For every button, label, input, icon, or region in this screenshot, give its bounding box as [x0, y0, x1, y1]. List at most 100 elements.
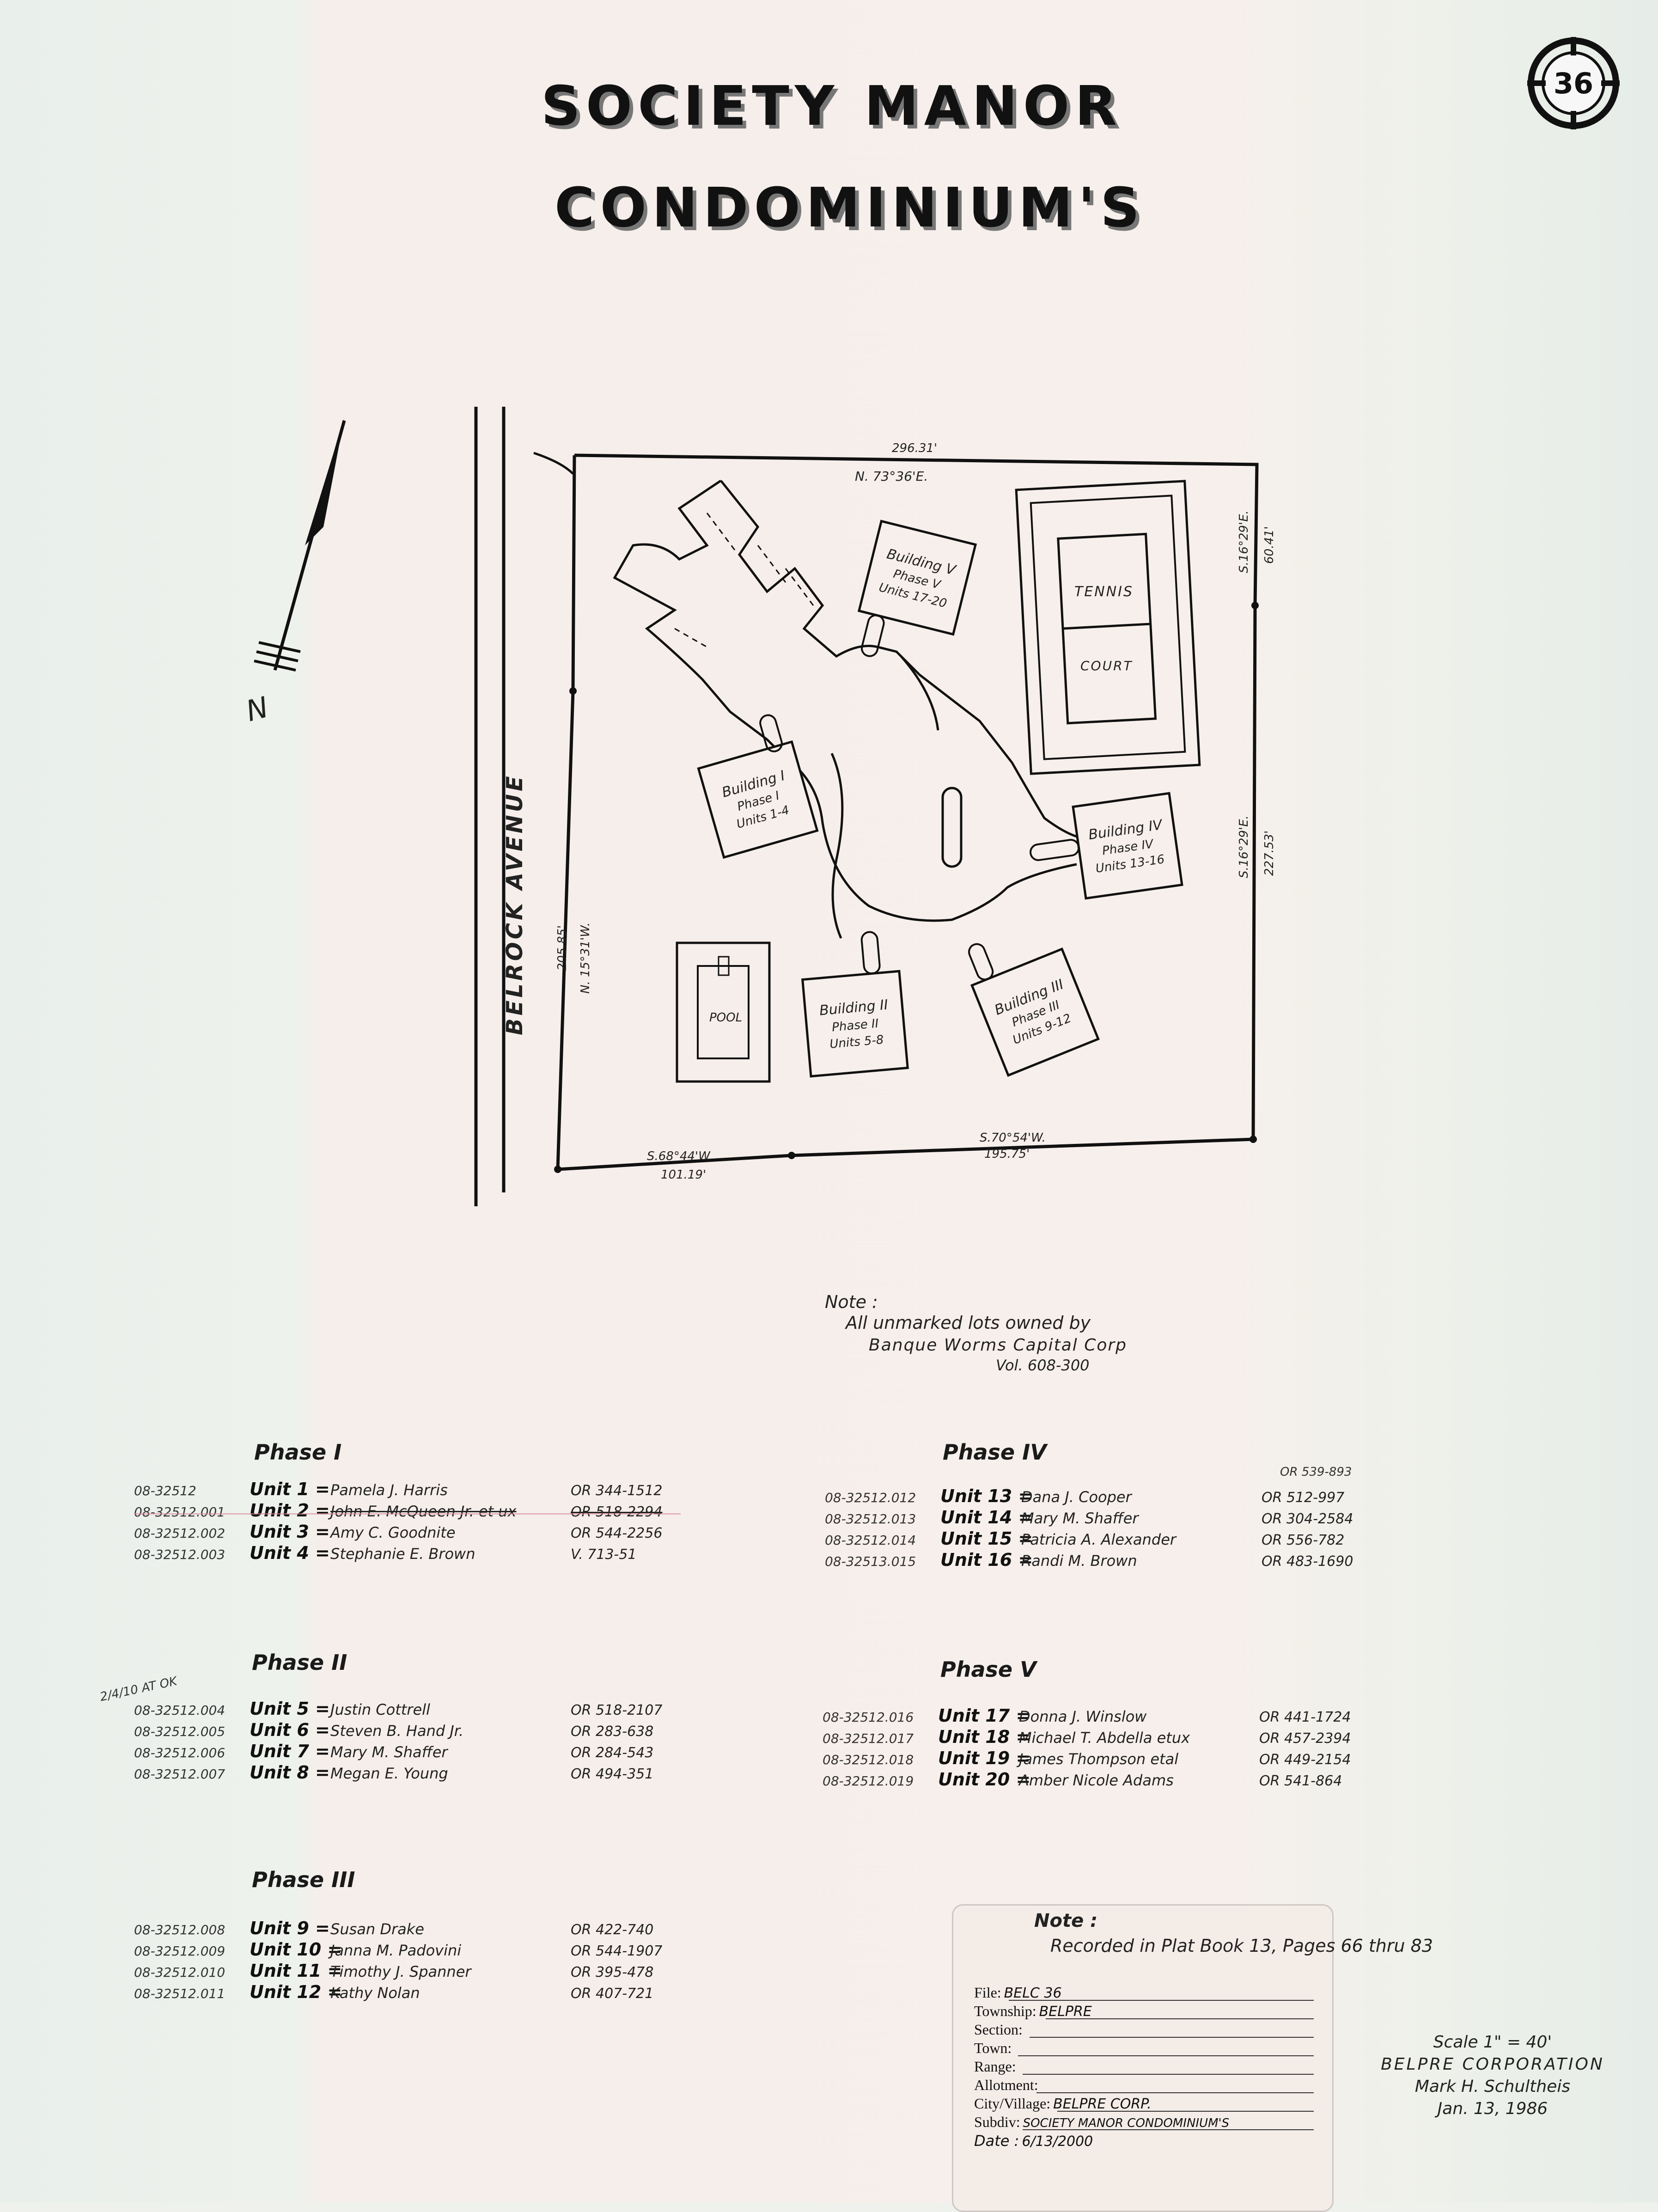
range-row: Range: [974, 2058, 1016, 2075]
phase-5-heading: Phase V [940, 1657, 1036, 1682]
unit-label: Unit 17 = [938, 1705, 1031, 1726]
unit-label: Unit 19 = [938, 1748, 1031, 1768]
court-label: COURT [1080, 658, 1133, 673]
unit-label: Unit 20 = [938, 1769, 1031, 1790]
unit-label: Unit 14 = [940, 1507, 1033, 1528]
unit-record: OR 449-2154 [1259, 1752, 1351, 1768]
unit-label: Unit 18 = [938, 1727, 1031, 1747]
north-label: N [243, 690, 272, 728]
parcel-id: 08-32512.001 [134, 1504, 226, 1520]
section-row: Section: [974, 2021, 1023, 2038]
parcel-id: 08-32512.004 [134, 1703, 226, 1718]
unit-owner: Timothy J. Spanner [330, 1963, 471, 1980]
drive-inner-west [830, 752, 844, 939]
unit-record: OR 556-782 [1262, 1532, 1345, 1548]
unit-label: Unit 16 = [940, 1550, 1033, 1570]
building-3: Building III Phase III Units 9-12 [968, 943, 1100, 1077]
parcel-id: 08-32512.017 [823, 1731, 914, 1746]
unit-owner: Randi M. Brown [1021, 1552, 1137, 1570]
corporation-name: BELPRE CORPORATION [1381, 2055, 1604, 2074]
unit-owner: Amber Nicole Adams [1019, 1772, 1174, 1789]
unit-row: 08-32512.012 Unit 13 =Dana J. Cooper OR 51… [825, 1486, 1353, 1507]
parcel-id: 08-32512.012 [825, 1490, 916, 1505]
parcel-id: 08-32512.003 [134, 1547, 226, 1562]
note-bottom-heading: Note : [1034, 1910, 1098, 1931]
tennis-court [1015, 480, 1201, 775]
unit-owner: Stephanie E. Brown [330, 1545, 475, 1563]
building-1: Building I Phase I Units 1-4 [697, 714, 819, 859]
unit-record: OR 518-2294 [571, 1504, 663, 1520]
title-line-2: CONDOMINIUM'S [555, 176, 1146, 239]
unit-record: V. 713-51 [571, 1546, 637, 1563]
unit-label: Unit 15 = [940, 1528, 1033, 1549]
township-row: Township:BELPRE [974, 2003, 1092, 2020]
surveyor-name: Mark H. Schultheis [1414, 2077, 1571, 2096]
unit-label: Unit 13 = [940, 1486, 1033, 1506]
unit-owner: Megan E. Young [330, 1765, 448, 1782]
unit-record: OR 344-1512 [571, 1483, 663, 1499]
west-distance: 205.85' [555, 925, 569, 971]
subdiv-value: SOCIETY MANOR CONDOMINIUM'S [1023, 2116, 1230, 2130]
scale-block: Scale 1" = 40' BELPRE CORPORATION Mark H… [1363, 2031, 1622, 2120]
parcel-id: 08-32512 [134, 1483, 196, 1498]
note-top-line2: Banque Worms Capital Corp [869, 1336, 1128, 1355]
sheet-number: 36 [1554, 67, 1593, 100]
unit-record: OR 512-997 [1262, 1490, 1345, 1506]
parcel-id: 08-32512.002 [134, 1526, 226, 1541]
unit-record: OR 544-1907 [571, 1943, 663, 1959]
note-top-line1: All unmarked lots owned by [846, 1313, 1091, 1333]
pool [676, 941, 771, 1083]
date-value: 6/13/2000 [1022, 2133, 1093, 2150]
unit-label: Unit 5 = [250, 1699, 330, 1719]
unit-label: Unit 11 = [250, 1961, 342, 1981]
sheet-number-badge: 36 [1527, 37, 1620, 129]
town-row: Town: [974, 2040, 1012, 2056]
scale-text: Scale 1" = 40' [1433, 2033, 1552, 2052]
east-upper-bearing: S.16°29'E. [1237, 510, 1251, 573]
allotment-row: Allotment: [974, 2077, 1038, 2093]
site-plan: N BELROCK AVENUE 296.31' N. 73°36'E. S.1… [243, 407, 1276, 1206]
south-right-bearing: S.70°54'W. [980, 1131, 1046, 1145]
parcel-id: 08-32512.019 [823, 1773, 914, 1789]
unit-owner: Dana J. Cooper [1021, 1488, 1132, 1506]
unit-record: OR 395-478 [571, 1964, 654, 1980]
title-line-1: SOCIETY MANOR [541, 74, 1123, 138]
south-left-bearing: S.68°44'W. [647, 1149, 713, 1163]
unit-owner: Kathy Nolan [330, 1984, 420, 2002]
city-row: City/Village:BELPRE CORP. [974, 2095, 1152, 2112]
unit-record: OR 284-543 [571, 1745, 654, 1761]
unit-label: Unit 3 = [250, 1522, 330, 1542]
south-left-distance: 101.19' [661, 1168, 706, 1182]
subdiv-row: Subdiv:SOCIETY MANOR CONDOMINIUM'S [974, 2114, 1230, 2130]
unit-owner: Justin Cottrell [330, 1701, 430, 1718]
unit-label: Unit 8 = [250, 1762, 330, 1783]
unit-owner: Susan Drake [330, 1920, 424, 1938]
unit-record: OR 441-1724 [1259, 1709, 1351, 1725]
drive-inner-north [900, 655, 939, 731]
unit-owner: Amy C. Goodnite [330, 1524, 456, 1541]
file-card: Note : Recorded in Plat Book 13, Pages 6… [952, 1904, 1433, 2212]
note-top-line3: Vol. 608-300 [996, 1357, 1090, 1374]
unit-owner: Mary M. Shaffer [330, 1743, 448, 1761]
north-arrow-icon [254, 418, 346, 672]
phase-2-heading: Phase II [252, 1650, 347, 1675]
unit-owner: Janna M. Padovini [330, 1942, 462, 1959]
parcel-id: 08-32513.015 [825, 1554, 916, 1569]
east-lower-bearing: S.16°29'E. [1237, 815, 1251, 878]
plat-date: Jan. 13, 1986 [1437, 2099, 1548, 2118]
drive-outline-south [785, 757, 1077, 922]
north-distance: 296.31' [892, 441, 937, 455]
township-value: BELPRE [1039, 2004, 1092, 2020]
